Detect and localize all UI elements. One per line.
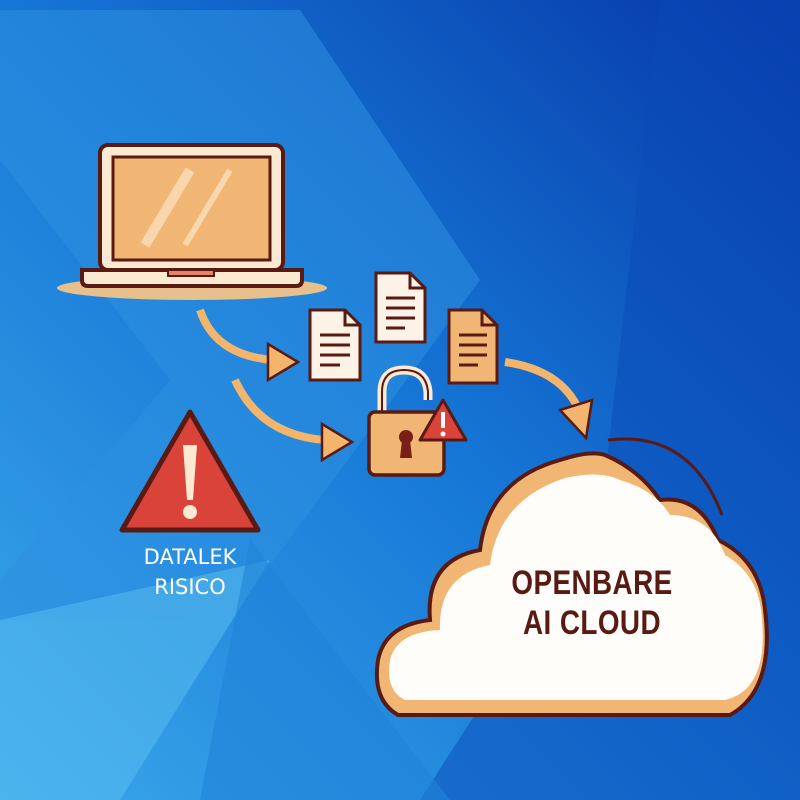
cloud-icon (374, 437, 769, 717)
warning-label-line1: DATALEK (143, 545, 237, 569)
chevron-shape (200, 540, 450, 800)
document-icon (447, 308, 499, 385)
document-icon (308, 308, 362, 382)
arrow-icon (196, 308, 301, 383)
arrow-icon (504, 358, 594, 441)
warning-icon (119, 409, 261, 533)
document-icon (374, 271, 427, 344)
cloud-label-line2: AI CLOUD (522, 604, 662, 642)
laptop-icon (57, 143, 327, 300)
unlocked-padlock-icon (367, 365, 446, 477)
arrow-icon (231, 378, 355, 463)
small-warning-icon (418, 398, 468, 442)
cloud-label-line1: OPENBARE (511, 564, 673, 602)
chevron-shape (0, 560, 270, 800)
warning-label-line2: RISICO (154, 575, 226, 599)
